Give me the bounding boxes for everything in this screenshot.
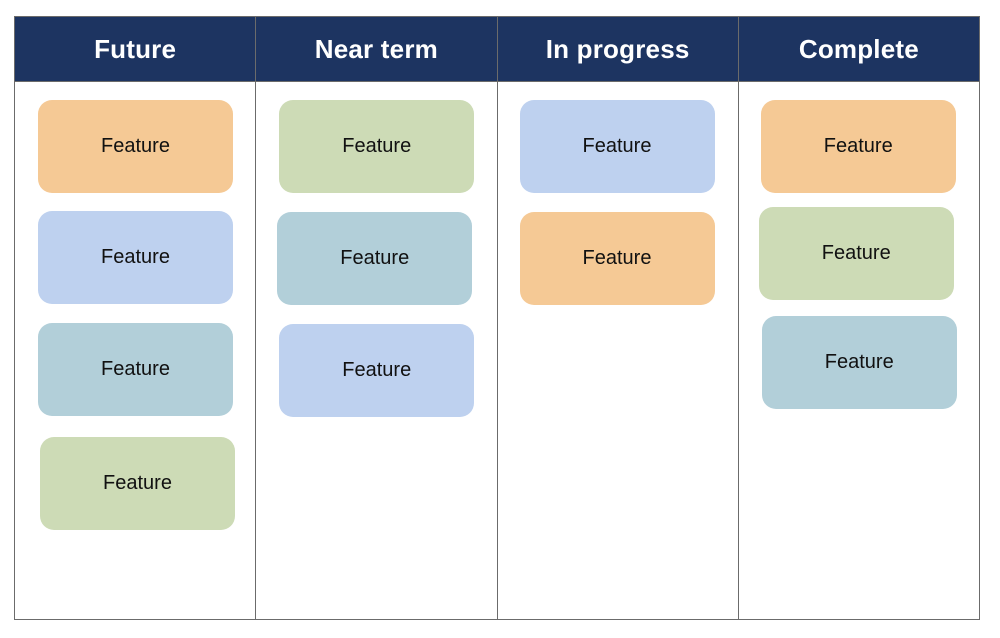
feature-card[interactable]: Feature (279, 100, 475, 193)
feature-card[interactable]: Feature (277, 212, 473, 305)
kanban-board: Future Feature Feature Feature Feature N… (14, 16, 980, 620)
column-header-complete: Complete (738, 17, 979, 82)
feature-card[interactable]: Feature (38, 211, 233, 304)
feature-card[interactable]: Feature (519, 100, 715, 193)
feature-card[interactable]: Feature (38, 100, 233, 193)
column-future: Future Feature Feature Feature Feature (15, 17, 257, 619)
feature-card[interactable]: Feature (760, 100, 956, 193)
feature-card[interactable]: Feature (761, 316, 957, 409)
column-in-progress: In progress Feature Feature (497, 17, 739, 619)
feature-card[interactable]: Feature (519, 212, 715, 305)
column-header-near-term: Near term (256, 17, 497, 82)
column-header-in-progress: In progress (497, 17, 738, 82)
column-near-term: Near term Feature Feature Feature (256, 17, 498, 619)
column-complete: Complete Feature Feature Feature (738, 17, 979, 619)
feature-card[interactable]: Feature (279, 324, 475, 417)
feature-card[interactable]: Feature (40, 437, 235, 530)
feature-card[interactable]: Feature (758, 207, 954, 300)
column-header-future: Future (15, 17, 256, 82)
feature-card[interactable]: Feature (38, 323, 233, 416)
